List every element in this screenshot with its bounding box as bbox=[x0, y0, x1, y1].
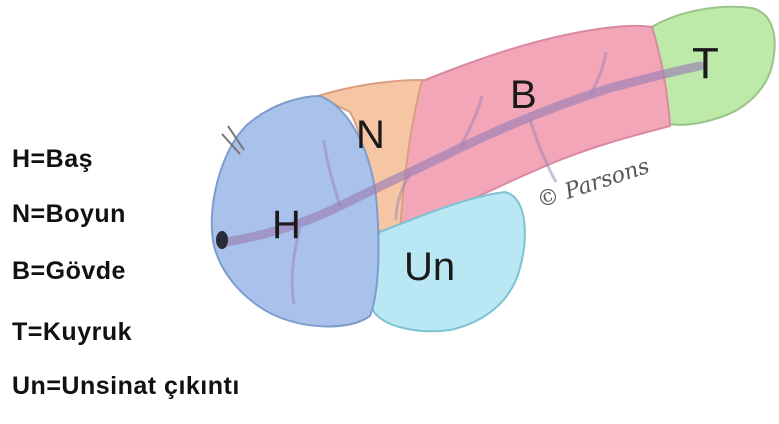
ampulla-opening bbox=[216, 231, 228, 249]
legend-item-neck: N=Boyun bbox=[12, 200, 126, 229]
uncinate-label: Un bbox=[404, 245, 455, 289]
body-label: B bbox=[510, 73, 537, 117]
legend-item-body: B=Gövde bbox=[12, 257, 126, 286]
tail-label: T bbox=[692, 39, 719, 88]
legend-item-tail: T=Kuyruk bbox=[12, 318, 132, 347]
legend-item-uncinate: Un=Unsinat çıkıntı bbox=[12, 372, 240, 401]
legend-item-head: H=Baş bbox=[12, 145, 93, 174]
neck-label: N bbox=[356, 113, 385, 157]
head-label: H bbox=[272, 203, 301, 247]
